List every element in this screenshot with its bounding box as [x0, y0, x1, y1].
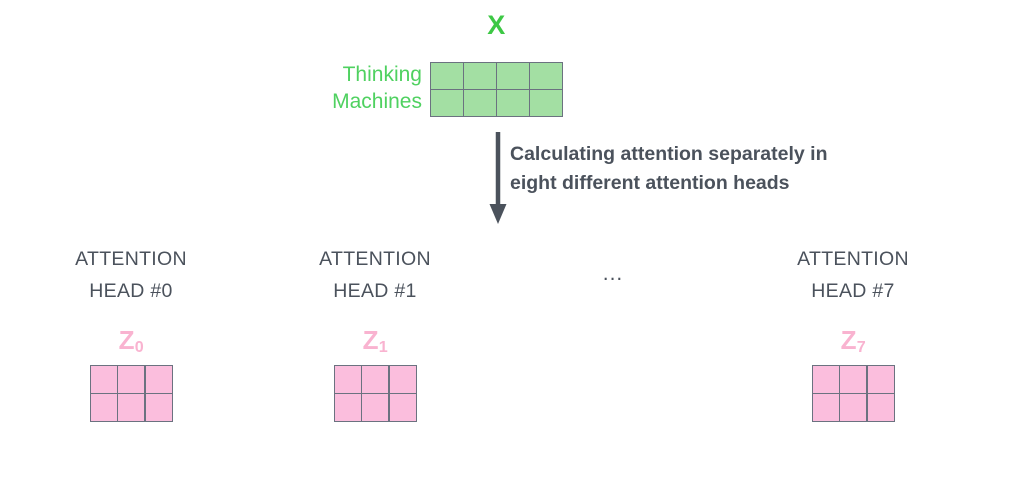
matrix-cell	[362, 366, 388, 393]
matrix-cell	[389, 394, 416, 421]
matrix-cell	[431, 90, 463, 116]
output-matrix-symbol-z1: Z1	[255, 327, 495, 357]
z-symbol: Z	[118, 325, 135, 355]
flow-caption-line-2: eight different attention heads	[510, 172, 790, 194]
matrix-cell	[840, 366, 866, 393]
ellipsis-separator: ...	[602, 262, 624, 285]
input-matrix-symbol: X	[487, 10, 506, 40]
matrix-cell	[497, 63, 529, 89]
attention-head-column-0: ATTENTION HEAD #0 Z0	[11, 243, 251, 422]
matrix-cell	[812, 366, 839, 393]
attention-head-title-line-2: HEAD #0	[89, 280, 173, 302]
output-matrix-symbol-z0: Z0	[11, 327, 251, 357]
attention-head-column-1: ATTENTION HEAD #1 Z1	[255, 243, 495, 422]
z-symbol: Z	[840, 325, 857, 355]
matrix-cell	[464, 63, 496, 89]
z-symbol: Z	[362, 325, 379, 355]
matrix-cell	[812, 394, 839, 421]
matrix-cell	[497, 90, 529, 116]
matrix-cell	[118, 394, 144, 421]
output-matrix-symbol-z7: Z7	[733, 327, 973, 357]
z-subscript: 1	[378, 337, 388, 356]
matrix-cell	[530, 90, 562, 116]
attention-head-title-0: ATTENTION HEAD #0	[11, 243, 251, 307]
flow-caption: Calculating attention separately in eigh…	[510, 140, 910, 198]
matrix-cell	[362, 394, 388, 421]
matrix-cell	[867, 394, 894, 421]
attention-head-title-line-1: ATTENTION	[797, 248, 909, 270]
attention-head-title-7: ATTENTION HEAD #7	[733, 243, 973, 307]
input-matrix-x	[430, 62, 563, 117]
matrix-cell	[118, 366, 144, 393]
z-subscript: 0	[134, 337, 144, 356]
matrix-cell	[840, 394, 866, 421]
attention-head-column-7: ATTENTION HEAD #7 Z7	[733, 243, 973, 422]
output-matrix-z7	[811, 365, 895, 422]
matrix-cell	[334, 394, 361, 421]
z-subscript: 7	[856, 337, 866, 356]
matrix-cell	[145, 394, 172, 421]
matrix-cell	[334, 366, 361, 393]
matrix-cell	[389, 366, 416, 393]
attention-head-title-line-1: ATTENTION	[75, 248, 187, 270]
matrix-cell	[145, 366, 172, 393]
matrix-cell	[867, 366, 894, 393]
input-row-label-machines: Machines	[332, 90, 422, 113]
matrix-cell	[90, 366, 117, 393]
matrix-cell	[530, 63, 562, 89]
down-arrow-icon	[489, 132, 507, 224]
output-matrix-z1	[333, 365, 417, 422]
attention-head-title-1: ATTENTION HEAD #1	[255, 243, 495, 307]
matrix-cell	[90, 394, 117, 421]
output-matrix-z0	[89, 365, 173, 422]
matrix-cell	[431, 63, 463, 89]
matrix-cell	[464, 90, 496, 116]
attention-head-title-line-2: HEAD #7	[811, 280, 895, 302]
attention-head-title-line-1: ATTENTION	[319, 248, 431, 270]
input-row-label-thinking: Thinking	[342, 63, 422, 86]
attention-head-title-line-2: HEAD #1	[333, 280, 417, 302]
flow-caption-line-1: Calculating attention separately in	[510, 143, 828, 165]
input-row-labels: Thinking Machines	[300, 61, 422, 115]
